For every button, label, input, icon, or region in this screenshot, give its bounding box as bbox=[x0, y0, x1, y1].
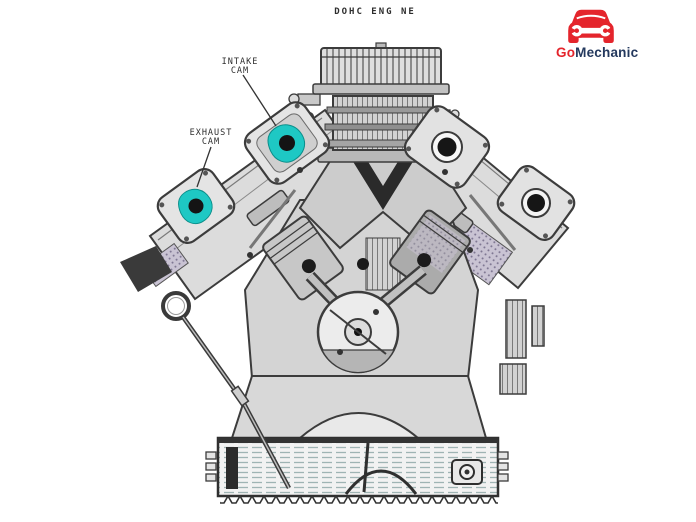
air-cleaner bbox=[312, 42, 450, 95]
right-side-accessories bbox=[499, 299, 545, 395]
oil-pan-fins bbox=[220, 494, 498, 505]
bolts bbox=[247, 167, 473, 258]
crankcase-skirt bbox=[230, 375, 488, 439]
exhaust-cam-leader-line bbox=[196, 146, 212, 188]
oil-pan-ribs-right bbox=[497, 451, 509, 482]
intake-cam-label-line2: CAM bbox=[231, 66, 249, 76]
spark-plug-tube-left bbox=[246, 189, 290, 227]
exhaust-port-left bbox=[120, 246, 172, 292]
piston-right bbox=[389, 209, 471, 295]
right-cam-housing-1 bbox=[403, 105, 491, 189]
dipstick bbox=[161, 291, 291, 490]
exhaust-cam-housing bbox=[156, 168, 236, 244]
crankshaft bbox=[316, 290, 400, 374]
intake-cam-housing bbox=[243, 101, 331, 185]
logo-text-go: Go bbox=[556, 45, 576, 60]
page-title: DOHC ENG NE bbox=[334, 7, 416, 17]
exhaust-cam-label-line1: EXHAUST bbox=[190, 128, 233, 138]
intake-cam-leader-line bbox=[242, 74, 277, 127]
exhaust-cam-label-line2: CAM bbox=[202, 137, 220, 147]
logo-text-mechanic: Mechanic bbox=[575, 45, 639, 60]
intake-cam-label-line1: INTAKE bbox=[222, 57, 259, 67]
logo-wordmark: GoMechanic bbox=[556, 45, 639, 60]
car-wrench-icon bbox=[568, 9, 614, 44]
gomechanic-logo: GoMechanic bbox=[556, 6, 639, 60]
oil-pan-ribs-left bbox=[205, 451, 217, 482]
right-cam-housing-2 bbox=[496, 165, 576, 241]
oil-pan bbox=[205, 436, 509, 505]
